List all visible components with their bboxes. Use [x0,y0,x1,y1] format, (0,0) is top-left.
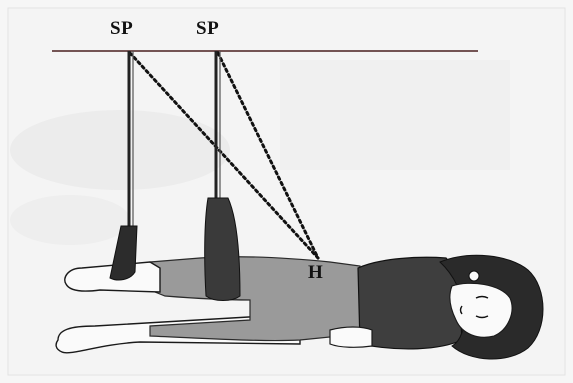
torso [358,257,462,349]
label-hip-point: H [308,262,323,284]
label-suspension-point-2: SP [196,18,219,40]
thigh-sling [205,198,240,301]
ear [469,271,479,281]
shorts [150,257,360,341]
arm [330,327,372,347]
label-suspension-point-1: SP [110,18,133,40]
foot-sling [110,226,137,280]
